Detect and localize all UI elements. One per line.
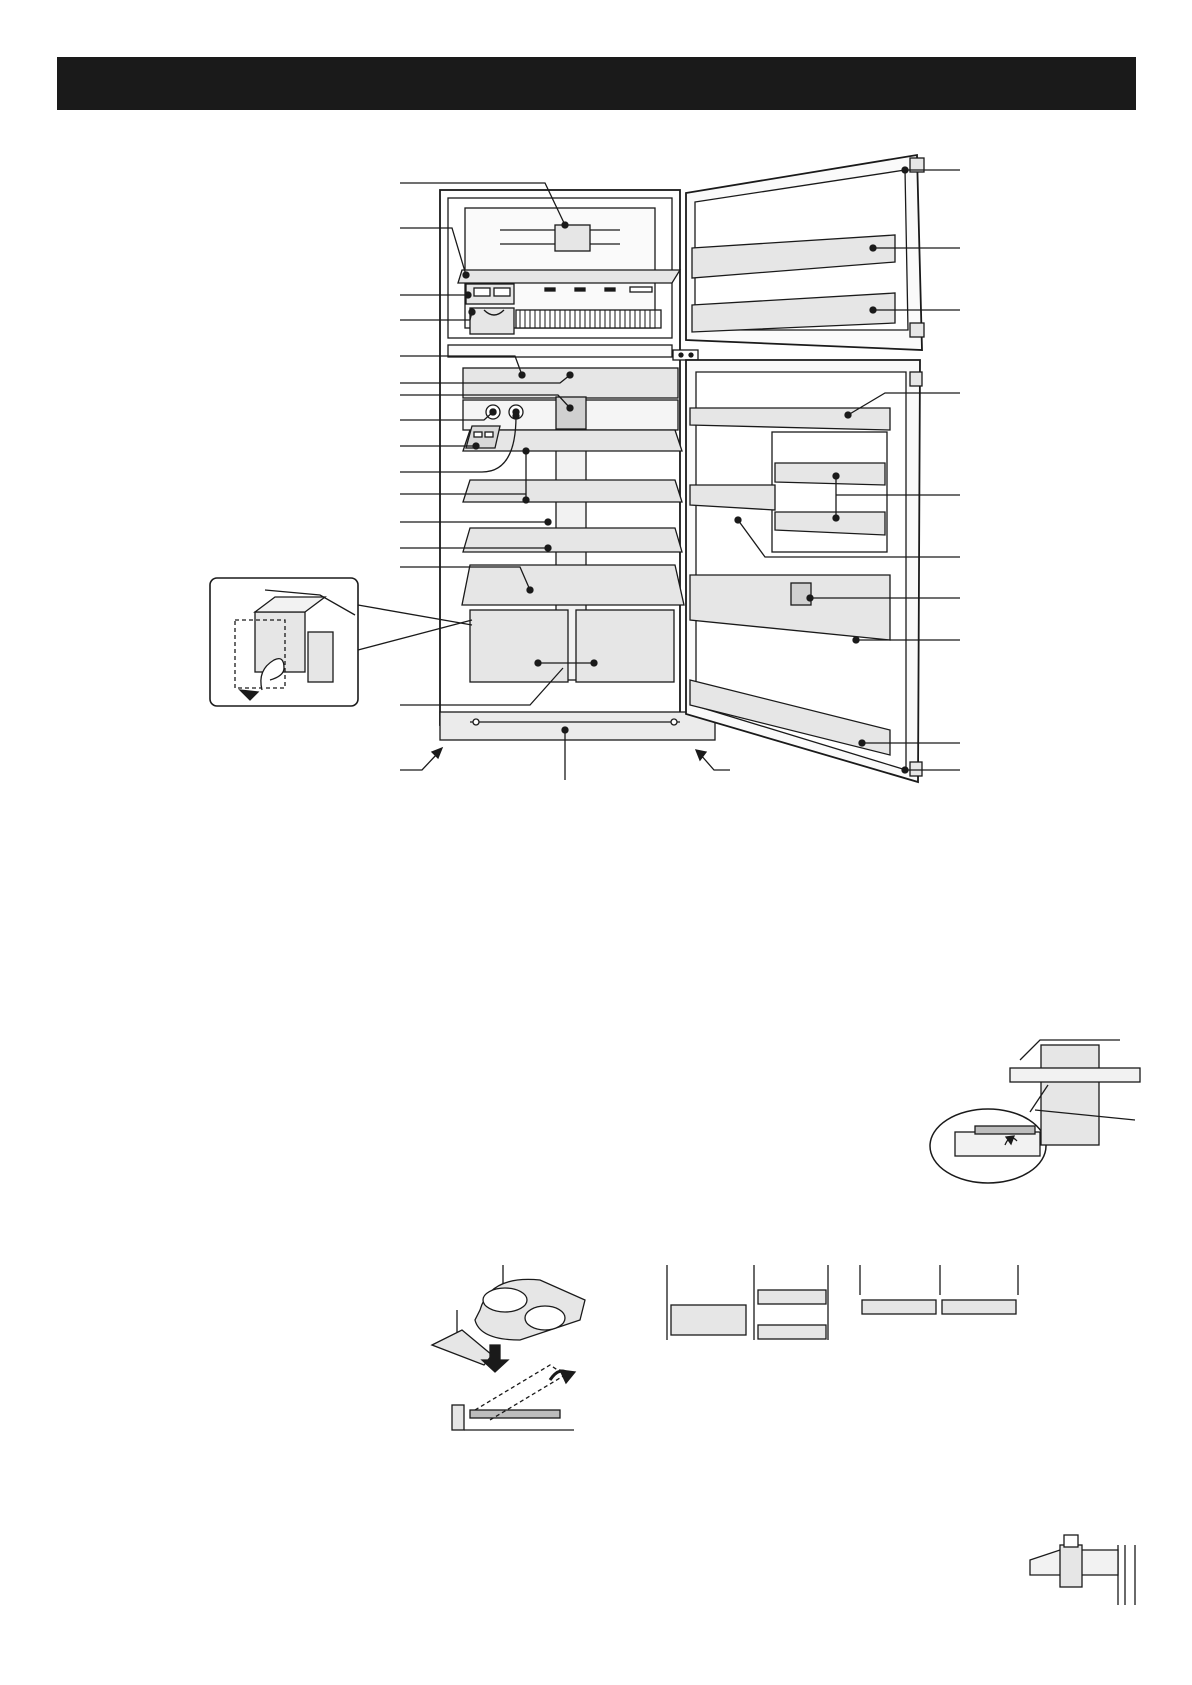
illustration-door-shelves	[666, 1265, 1019, 1340]
header-bar	[57, 57, 1136, 110]
egg-tray-icon	[465, 425, 501, 449]
illustration-bin-clip	[1029, 1534, 1136, 1605]
callout-lines-right	[734, 166, 960, 774]
fridge-door	[685, 359, 923, 784]
fridge-cabinet	[439, 189, 716, 741]
hinge-icon	[672, 349, 699, 361]
illustration-door-pocket	[929, 1039, 1141, 1184]
ice-maker	[465, 283, 515, 335]
callout-lines-left	[400, 182, 730, 780]
small-vents	[544, 286, 653, 293]
vent-grille	[515, 309, 662, 329]
freezer-door	[672, 153, 925, 361]
illustration-egg-tray	[430, 1265, 586, 1431]
inset-crisper-removal	[209, 577, 473, 707]
